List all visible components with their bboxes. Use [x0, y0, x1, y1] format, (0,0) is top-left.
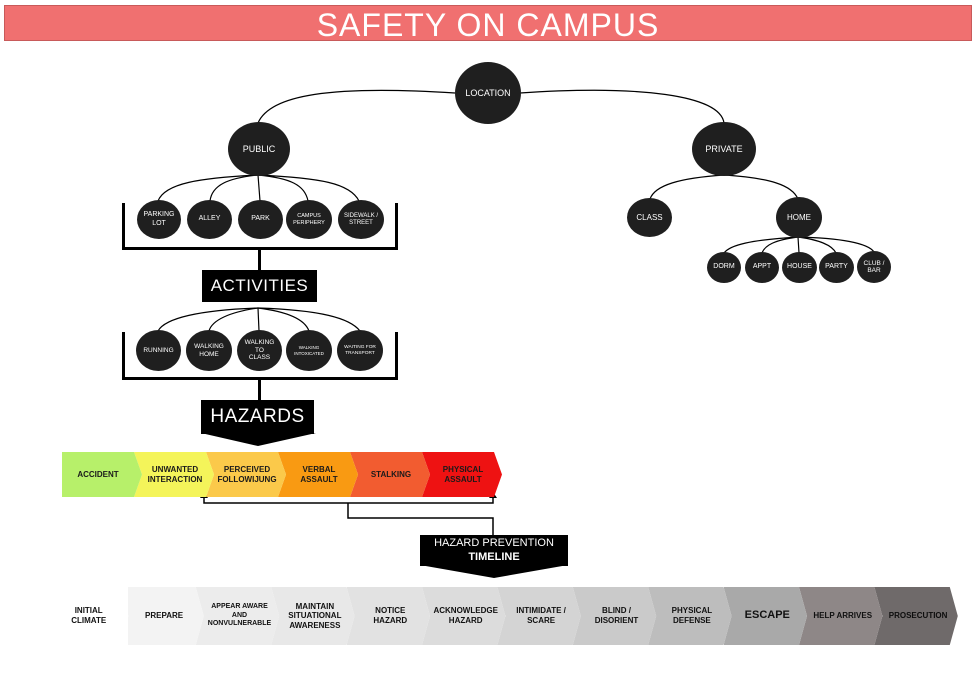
timeline-item: PREPARE [120, 587, 204, 645]
node-appt-label: APPT [752, 263, 772, 271]
node-waiting-for-transport: WAITING FOR TRANSPORT [337, 330, 383, 371]
node-running: RUNNING [136, 330, 181, 371]
timeline-item: BLIND / DISORIENT [572, 587, 657, 645]
node-waiting-for-transport-label: WAITING FOR TRANSPORT [344, 344, 376, 356]
node-public: PUBLIC [228, 122, 290, 176]
node-walking-home: WALKING HOME [186, 330, 232, 371]
node-park: PARK [238, 200, 283, 239]
node-parking-lot-label: PARKING LOT [143, 211, 175, 227]
activities-label-text: ACTIVITIES [210, 276, 309, 295]
node-alley: ALLEY [187, 200, 232, 239]
timeline-item: HELP ARRIVES [799, 587, 883, 645]
hazards-arrow-icon [201, 433, 316, 446]
timeline-label: ACKNOWLEDGE HAZARD [433, 606, 498, 625]
timeline-label: PREPARE [145, 611, 184, 621]
hazard-scale-label: PERCEIVED FOLLOWIJUNG [217, 464, 277, 484]
hazard-scale-item: VERBAL ASSAULT [278, 452, 358, 497]
hazard-scale-item: PERCEIVED FOLLOWIJUNG [206, 452, 286, 497]
timeline-label: PHYSICAL DEFENSE [671, 606, 713, 625]
node-party-label: PARTY [825, 263, 848, 271]
timeline-item: MAINTAIN SITUATIONAL AWARENESS [271, 587, 355, 645]
node-alley-label: ALLEY [198, 215, 221, 223]
node-campus-periphery: CAMPUS PERIPHERY [286, 200, 332, 239]
bracket-stem-2 [258, 380, 261, 400]
hazard-scale-item: UNWANTED INTERACTION [134, 452, 214, 497]
node-walking-intoxicated: WALKING INTOXICATED [286, 330, 332, 371]
timeline-item: INTIMIDATE / SCARE [497, 587, 581, 645]
title-banner: SAFETY ON CAMPUS [4, 5, 972, 41]
timeline-item: ESCAPE [723, 587, 807, 645]
hazard-scale-label: VERBAL ASSAULT [300, 464, 338, 484]
timeline-item: APPEAR AWARE AND NONVULNERABLE [195, 587, 280, 645]
node-house-label: HOUSE [787, 263, 812, 271]
public-bracket [122, 203, 398, 250]
node-campus-periphery-label: CAMPUS PERIPHERY [293, 213, 325, 226]
node-running-label: RUNNING [143, 346, 174, 354]
hazard-scale-item: STALKING [350, 452, 430, 497]
node-sidewalk-street-label: SIDEWALK / STREET [343, 212, 379, 226]
prevention-label-line2: TIMELINE [468, 550, 520, 563]
timeline-label: PROSECUTION [888, 611, 948, 621]
hazards-label: HAZARDS [201, 400, 314, 434]
node-private-label: PRIVATE [705, 143, 743, 154]
prevention-label: HAZARD PREVENTION TIMELINE [420, 535, 568, 566]
hazard-scale-item: PHYSICAL ASSAULT [422, 452, 502, 497]
timeline-label: APPEAR AWARE AND NONVULNERABLE [207, 603, 272, 628]
timeline-label: NOTICE HAZARD [373, 606, 408, 625]
prevention-label-line1: HAZARD PREVENTION [434, 537, 554, 550]
activities-bracket [122, 332, 398, 380]
timeline-label: ESCAPE [744, 609, 790, 622]
node-party: PARTY [819, 252, 854, 283]
hazard-scale-label: PHYSICAL ASSAULT [442, 464, 484, 484]
page-title: SAFETY ON CAMPUS [316, 7, 660, 43]
node-class-label: CLASS [636, 212, 663, 222]
node-parking-lot: PARKING LOT [137, 200, 181, 239]
hazard-scale-item: ACCIDENT [62, 452, 142, 497]
timeline-item: ACKNOWLEDGE HAZARD [422, 587, 506, 645]
timeline-label: BLIND / DISORIENT [594, 606, 639, 625]
hazard-scale-label: ACCIDENT [77, 469, 119, 479]
timeline-item: PHYSICAL DEFENSE [648, 587, 732, 645]
node-walking-intoxicated-label: WALKING INTOXICATED [294, 345, 324, 356]
timeline-label: INTIMIDATE / SCARE [516, 606, 566, 625]
node-club-bar: CLUB / BAR [857, 251, 891, 283]
bracket-stem [258, 250, 261, 270]
node-walking-home-label: WALKING HOME [194, 343, 224, 358]
node-public-label: PUBLIC [242, 143, 276, 154]
timeline-label: INITIAL CLIMATE [71, 606, 107, 625]
node-walking-to-class-label: WALKING TO CLASS [244, 339, 275, 362]
node-walking-to-class: WALKING TO CLASS [237, 330, 282, 371]
node-location-label: LOCATION [465, 87, 511, 98]
node-dorm-label: DORM [713, 263, 735, 271]
timeline-label: HELP ARRIVES [813, 611, 873, 621]
timeline-item: NOTICE HAZARD [346, 587, 430, 645]
node-house: HOUSE [782, 252, 817, 283]
timeline-item: PROSECUTION [874, 587, 958, 645]
node-location: LOCATION [455, 62, 521, 124]
node-home-label: HOME [787, 212, 811, 222]
hazards-label-text: HAZARDS [210, 406, 305, 427]
activities-label: ACTIVITIES [202, 270, 317, 302]
node-sidewalk-street: SIDEWALK / STREET [338, 200, 384, 239]
node-home: HOME [776, 197, 822, 238]
timeline-item: INITIAL CLIMATE [45, 587, 129, 645]
prevention-arrow-icon [420, 565, 568, 578]
timeline-label: MAINTAIN SITUATIONAL AWARENESS [288, 601, 342, 630]
node-park-label: PARK [251, 215, 270, 223]
node-club-bar-label: CLUB / BAR [863, 259, 885, 274]
hazard-scale-label: UNWANTED INTERACTION [147, 464, 203, 484]
node-dorm: DORM [707, 252, 741, 283]
node-private: PRIVATE [692, 122, 756, 176]
node-class: CLASS [627, 198, 672, 237]
node-appt: APPT [745, 252, 779, 283]
hazard-scale-label: STALKING [370, 469, 412, 479]
